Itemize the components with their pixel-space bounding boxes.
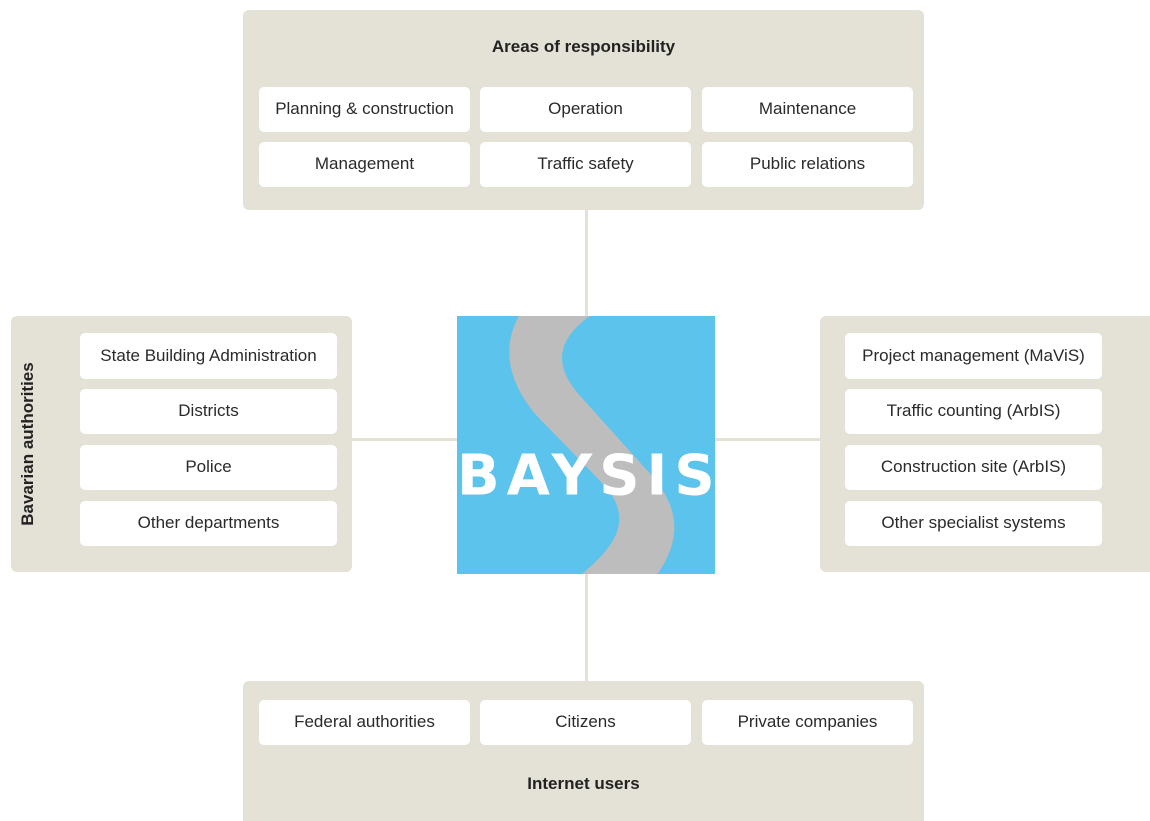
panel-title: Internet users: [527, 774, 640, 793]
connector-top: [585, 210, 588, 316]
card-management: Management: [259, 142, 470, 187]
card-operation: Operation: [480, 87, 691, 132]
areas-of-responsibility-panel: Areas of responsibility Planning & const…: [243, 10, 924, 210]
road-swoosh-icon: [509, 316, 675, 574]
card-public-relations: Public relations: [702, 142, 913, 187]
card-other-specialist-systems: Other specialist systems: [845, 501, 1102, 546]
card-other-departments: Other departments: [80, 501, 337, 546]
panel-title: Areas of responsibility: [491, 37, 676, 56]
card-federal-authorities: Federal authorities: [259, 700, 470, 745]
logo-wordmark: BAYSIS: [457, 443, 715, 509]
connector-left: [352, 438, 457, 441]
connector-right: [715, 438, 820, 441]
card-construction-site: Construction site (ArbIS): [845, 445, 1102, 490]
bavarian-authorities-panel: State Building Administration Districts …: [11, 316, 352, 572]
card-maintenance: Maintenance: [702, 87, 913, 132]
specialist-systems-panel: Project management (MaViS) Traffic count…: [820, 316, 1150, 572]
card-planning-construction: Planning & construction: [259, 87, 470, 132]
card-police: Police: [80, 445, 337, 490]
baysis-logo: BAYSIS: [457, 316, 715, 574]
connector-bottom: [585, 574, 588, 681]
card-traffic-counting: Traffic counting (ArbIS): [845, 389, 1102, 434]
card-private-companies: Private companies: [702, 700, 913, 745]
card-districts: Districts: [80, 389, 337, 434]
card-state-building-administration: State Building Administration: [80, 333, 337, 379]
card-project-management: Project management (MaViS): [845, 333, 1102, 379]
card-citizens: Citizens: [480, 700, 691, 745]
internet-users-panel: Federal authorities Citizens Private com…: [243, 681, 924, 821]
card-traffic-safety: Traffic safety: [480, 142, 691, 187]
bavarian-authorities-title: Bavarian authorities: [18, 362, 37, 526]
